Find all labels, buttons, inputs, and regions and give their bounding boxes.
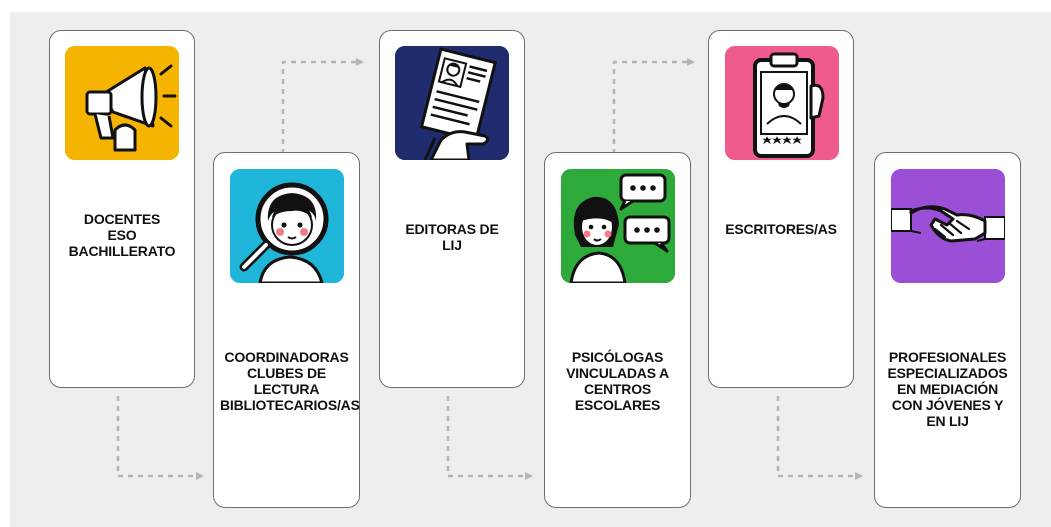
clipboard-rating-icon [725, 46, 839, 160]
card-label: EDITORAS DE LIJ [405, 221, 499, 253]
card-docentes: DOCENTES ESO BACHILLERATO [49, 30, 195, 388]
document-profile-icon [395, 46, 509, 160]
card-editoras: EDITORAS DE LIJ [379, 30, 525, 388]
card-psicologas: PSICÓLOGAS VINCULADAS A CENTROS ESCOLARE… [544, 152, 691, 508]
connector-5-6 [776, 396, 863, 480]
card-label: ESCRITORES/AS [725, 221, 837, 237]
card-label: PSICÓLOGAS VINCULADAS A CENTROS ESCOLARE… [566, 349, 669, 413]
diagram-canvas: DOCENTES ESO BACHILLERATO [10, 12, 1051, 527]
connector-4-5 [612, 58, 695, 154]
card-label: COORDINADORAS CLUBES DE LECTURA BIBLIOTE… [220, 349, 360, 413]
card-label: PROFESIONALES ESPECIALIZADOS EN MEDIACIÓ… [887, 349, 1008, 429]
card-profesionales: PROFESIONALES ESPECIALIZADOS EN MEDIACIÓ… [874, 152, 1021, 508]
connector-3-4 [446, 396, 533, 480]
connector-1-2 [116, 396, 204, 480]
chat-person-icon [561, 169, 675, 283]
card-coordinadoras: COORDINADORAS CLUBES DE LECTURA BIBLIOTE… [213, 152, 360, 508]
magnifier-person-icon [230, 169, 344, 283]
connector-arrows [116, 58, 863, 480]
handshake-icon [891, 169, 1005, 283]
card-escritores: ESCRITORES/AS [708, 30, 854, 388]
card-label: DOCENTES ESO BACHILLERATO [68, 211, 176, 259]
connector-2-3 [281, 58, 364, 154]
megaphone-icon [65, 46, 179, 160]
